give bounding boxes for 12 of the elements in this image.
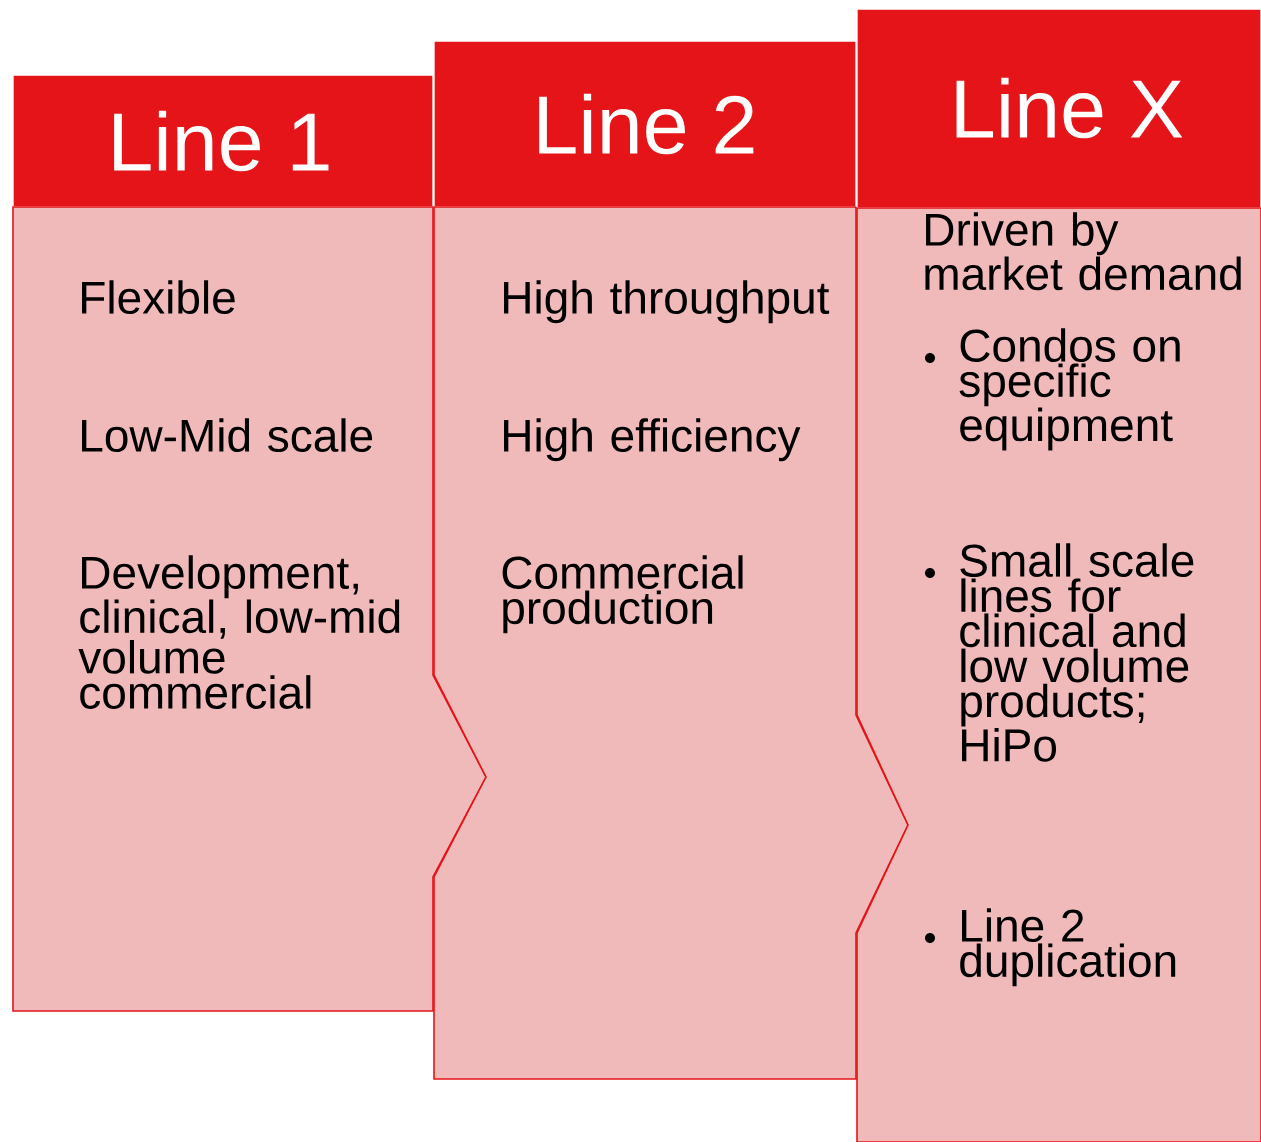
item-text: Commercial production: [502, 555, 743, 634]
column-panel: [433, 206, 909, 1080]
item-text: Driven by market demand: [925, 212, 1241, 291]
item-text: High throughput: [504, 280, 830, 324]
bullet-item: Condos on specific equipment: [925, 328, 1180, 451]
header-band: Line 1: [12, 74, 434, 208]
bullet-item: Line 2 duplication: [925, 908, 1176, 987]
item-text: High efficiency: [504, 418, 801, 462]
bullet-item: Small scale lines for clinical and low volume products; HiPo: [925, 543, 1194, 762]
header-band: Line 2: [433, 40, 857, 208]
header-band: Line X: [856, 8, 1261, 209]
column-panel: [856, 207, 1261, 1142]
